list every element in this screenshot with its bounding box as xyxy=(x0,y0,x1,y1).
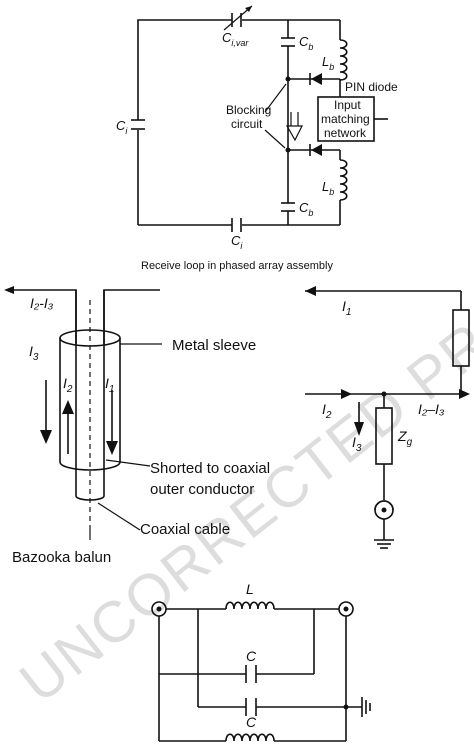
lc-balun-circuit xyxy=(151,601,371,742)
inductor-lb-top xyxy=(339,39,348,81)
balun-current-i2-minus-i3: I₂-I₃ xyxy=(30,295,54,311)
eq-zg-label: Zg xyxy=(397,428,413,448)
lb-top-label: Lb xyxy=(322,54,334,72)
pin-diode-top xyxy=(309,73,322,85)
capacitor-ci-left xyxy=(131,119,145,130)
bazooka-balun-label: Bazooka balun xyxy=(12,549,111,566)
variable-capacitor-civar xyxy=(223,5,253,31)
shorted-label-line2: outer conductor xyxy=(150,481,254,498)
cb-bottom-label: Cb xyxy=(299,200,313,218)
coaxial-cable-label: Coaxial cable xyxy=(140,521,230,538)
ci-left-label: Ci xyxy=(116,118,128,136)
ground-symbol xyxy=(374,539,394,549)
cb-top-label: Cb xyxy=(299,34,313,52)
lb-bottom-label: Lb xyxy=(322,179,334,197)
pin-diode-label: PIN diode xyxy=(345,80,398,94)
receive-loop-caption: Receive loop in phased array assembly xyxy=(141,260,333,272)
blocking-circuit-symbol xyxy=(285,112,303,142)
balun-i3-label: I3 xyxy=(29,343,39,363)
inductor-l-bottom xyxy=(225,733,275,742)
shorted-label-line1: Shorted to coaxial xyxy=(150,460,270,477)
input-matching-label-1: Input xyxy=(334,98,361,112)
capacitor-ci-bottom xyxy=(231,218,242,232)
bazooka-balun-drawing xyxy=(4,286,162,540)
pin-diode-bottom xyxy=(309,144,322,156)
balun-i1-label: I1 xyxy=(105,375,114,395)
inductor-l-top xyxy=(225,601,275,610)
lc-l-label: L xyxy=(246,581,254,597)
ci-bottom-label: Ci xyxy=(231,233,243,251)
lc-c-label-bottom: C xyxy=(246,714,257,730)
input-matching-label-2: matching xyxy=(321,112,370,126)
eq-i1-label: I1 xyxy=(342,298,351,318)
civar-label: Ci,var xyxy=(222,30,249,48)
metal-sleeve-label: Metal sleeve xyxy=(172,337,256,354)
lc-ground-symbol xyxy=(361,697,371,717)
blocking-circuit-label-1: Blocking xyxy=(226,103,271,117)
eq-i2-minus-i3-label: I₂–I₃ xyxy=(418,401,445,417)
balun-equivalent-circuit xyxy=(305,286,470,549)
lc-c-label-top: C xyxy=(246,648,257,664)
input-matching-label-3: network xyxy=(324,126,367,140)
inductor-lb-bottom xyxy=(339,159,348,201)
eq-i3-label: I3 xyxy=(352,434,362,454)
blocking-circuit-label-2: circuit xyxy=(231,117,263,131)
eq-i2-label: I2 xyxy=(322,401,332,421)
balun-i2-label: I2 xyxy=(63,375,73,395)
receive-loop-circuit: Ci Ci,var Cb Cb Ci Lb Lb PIN diode Block… xyxy=(116,5,398,251)
